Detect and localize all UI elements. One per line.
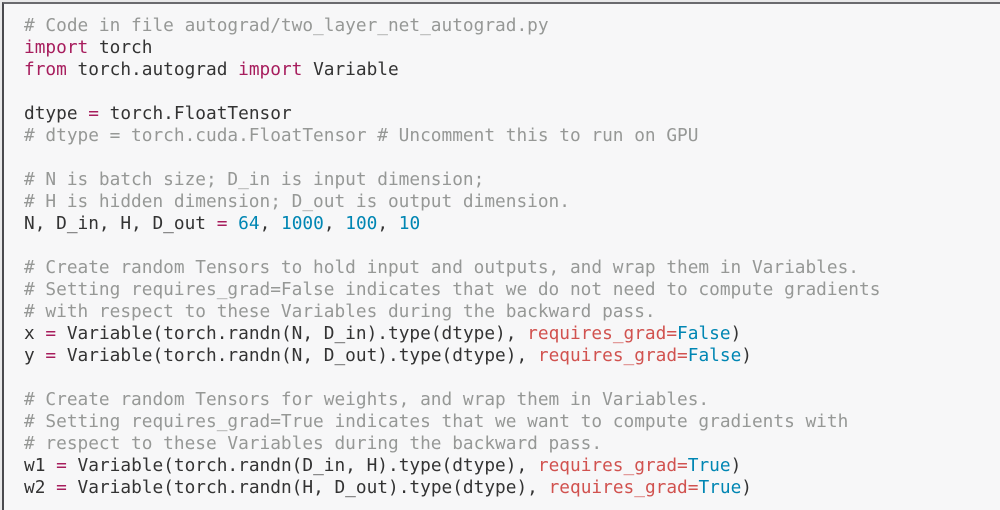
code-token	[227, 213, 238, 234]
operator-token: =	[216, 213, 228, 234]
code-token: Variable(torch.randn(N, D_out).type(dtyp…	[56, 345, 538, 366]
code-line: # Create random Tensors to hold input an…	[24, 257, 880, 279]
comment-token: # Code in file autograd/two_layer_net_au…	[24, 15, 549, 36]
code-token: w1	[24, 455, 57, 476]
code-line: # Create random Tensors for weights, and…	[24, 389, 880, 411]
kwarg-token: requires_grad=	[537, 455, 688, 476]
code-line: # H is hidden dimension; D_out is output…	[24, 191, 880, 213]
comment-token: # respect to these Variables during the …	[24, 433, 603, 454]
operator-token: =	[56, 455, 67, 476]
code-line	[24, 367, 880, 389]
comment-token: # dtype = torch.cuda.FloatTensor # Uncom…	[24, 125, 699, 146]
boolean-token: False	[677, 323, 731, 344]
code-token: N, D_in, H, D_out	[24, 213, 217, 234]
boolean-token: True	[687, 455, 731, 476]
code-line	[24, 81, 880, 103]
code-line: dtype = torch.FloatTensor	[24, 103, 880, 125]
code-token: w2	[24, 477, 57, 498]
code-line: from torch.autograd import Variable	[24, 59, 880, 81]
code-token: ,	[259, 213, 281, 234]
keyword-token: import	[238, 59, 303, 80]
operator-token: =	[88, 103, 99, 124]
code-token: Variable(torch.randn(N, D_in).type(dtype…	[56, 323, 528, 344]
number-token: 100	[345, 213, 378, 234]
comment-token: # N is batch size; D_in is input dimensi…	[24, 169, 485, 190]
boolean-token: False	[687, 345, 742, 366]
code-token: y	[24, 345, 46, 366]
code-line	[24, 147, 880, 169]
code-token: Variable(torch.randn(H, D_out).type(dtyp…	[66, 477, 549, 498]
code-token: x	[24, 323, 46, 344]
comment-token: # with respect to these Variables during…	[24, 301, 656, 322]
kwarg-token: requires_grad=	[537, 345, 688, 366]
code-token: )	[730, 455, 742, 476]
code-line	[24, 235, 880, 257]
code-line: import torch	[24, 37, 880, 59]
code-token: Variable(torch.randn(D_in, H).type(dtype…	[66, 455, 538, 476]
keyword-token: from	[24, 59, 67, 80]
code-line: # respect to these Variables during the …	[24, 433, 880, 455]
code-token: )	[730, 323, 742, 344]
code-line: N, D_in, H, D_out = 64, 1000, 100, 10	[24, 213, 880, 235]
comment-token: # H is hidden dimension; D_out is output…	[24, 191, 570, 212]
code-line: # dtype = torch.cuda.FloatTensor # Uncom…	[24, 125, 880, 147]
code-line: w2 = Variable(torch.randn(H, D_out).type…	[24, 477, 880, 499]
code-line: # Code in file autograd/two_layer_net_au…	[24, 15, 880, 37]
kwarg-token: requires_grad=	[527, 323, 678, 344]
code-token: )	[741, 345, 753, 366]
operator-token: =	[45, 345, 57, 366]
code-token: )	[741, 477, 753, 498]
code-line: x = Variable(torch.randn(N, D_in).type(d…	[24, 323, 880, 345]
operator-token: =	[56, 477, 67, 498]
code-line: # Setting requires_grad=False indicates …	[24, 279, 880, 301]
comment-token: # Create random Tensors for weights, and…	[24, 389, 710, 410]
operator-token: =	[45, 323, 57, 344]
number-token: 1000	[280, 213, 324, 234]
code-line: y = Variable(torch.randn(N, D_out).type(…	[24, 345, 880, 367]
code-line: w1 = Variable(torch.randn(D_in, H).type(…	[24, 455, 880, 477]
comment-token: # Setting requires_grad=False indicates …	[24, 279, 881, 300]
code-token: ,	[377, 213, 399, 234]
code-block: # Code in file autograd/two_layer_net_au…	[24, 15, 880, 499]
keyword-token: import	[24, 37, 89, 58]
boolean-token: True	[698, 477, 742, 498]
code-token: dtype	[24, 103, 89, 124]
code-token: Variable	[302, 59, 399, 80]
kwarg-token: requires_grad=	[548, 477, 699, 498]
code-token: torch.autograd	[66, 59, 239, 80]
code-token: torch	[88, 37, 153, 58]
code-line: # Setting requires_grad=True indicates t…	[24, 411, 880, 433]
comment-token: # Setting requires_grad=True indicates t…	[24, 411, 849, 432]
code-line: # N is batch size; D_in is input dimensi…	[24, 169, 880, 191]
code-token: torch.FloatTensor	[98, 103, 292, 124]
code-line: # with respect to these Variables during…	[24, 301, 880, 323]
number-token: 10	[398, 213, 421, 234]
comment-token: # Create random Tensors to hold input an…	[24, 257, 860, 278]
code-token: ,	[323, 213, 346, 234]
number-token: 64	[238, 213, 260, 234]
